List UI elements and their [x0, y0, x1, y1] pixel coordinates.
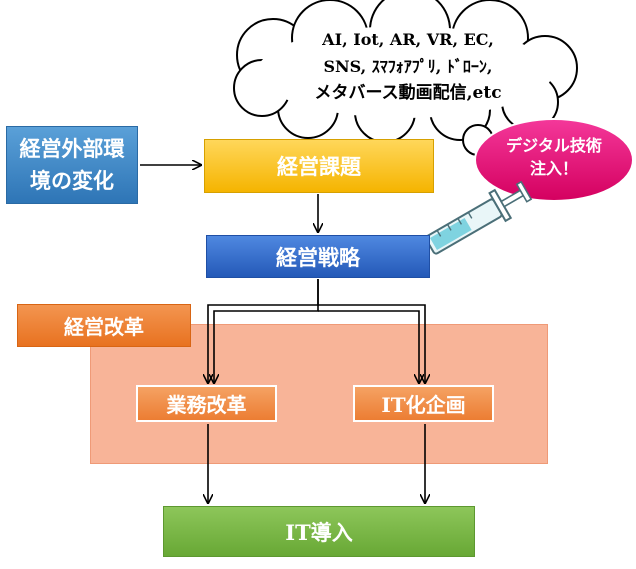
management-issues-box: 経営課題 — [204, 139, 434, 193]
bubble-line-2: 注入！ — [529, 159, 578, 178]
management-reform-label: 経営改革 — [17, 304, 191, 347]
cloud-line-1: AI, Iot, AR, VR, EC, — [322, 30, 494, 49]
bubble-text: デジタル技術 注入！ — [496, 134, 612, 184]
digital-bubble — [474, 118, 634, 202]
management-strategy-box: 経営戦略 — [206, 235, 430, 278]
cloud-line-3: メタバース動画配信,etc — [314, 83, 502, 103]
bubble-line-1: デジタル技術 — [506, 136, 602, 155]
business-reform-box: 業務改革 — [136, 385, 277, 422]
it-introduction-box: IT導入 — [163, 506, 475, 557]
cloud-text: AI, Iot, AR, VR, EC, SNS, ｽﾏﾌｫｱﾌﾟﾘ, ﾄﾞﾛｰ… — [258, 26, 558, 116]
syringe-icon — [405, 180, 533, 261]
external-environment-box: 経営外部環境の変化 — [6, 126, 138, 204]
it-planning-box: IT化企画 — [353, 385, 494, 422]
cloud-line-2: SNS, ｽﾏﾌｫｱﾌﾟﾘ, ﾄﾞﾛｰﾝ, — [323, 57, 493, 76]
cloud-fill — [257, 26, 553, 118]
